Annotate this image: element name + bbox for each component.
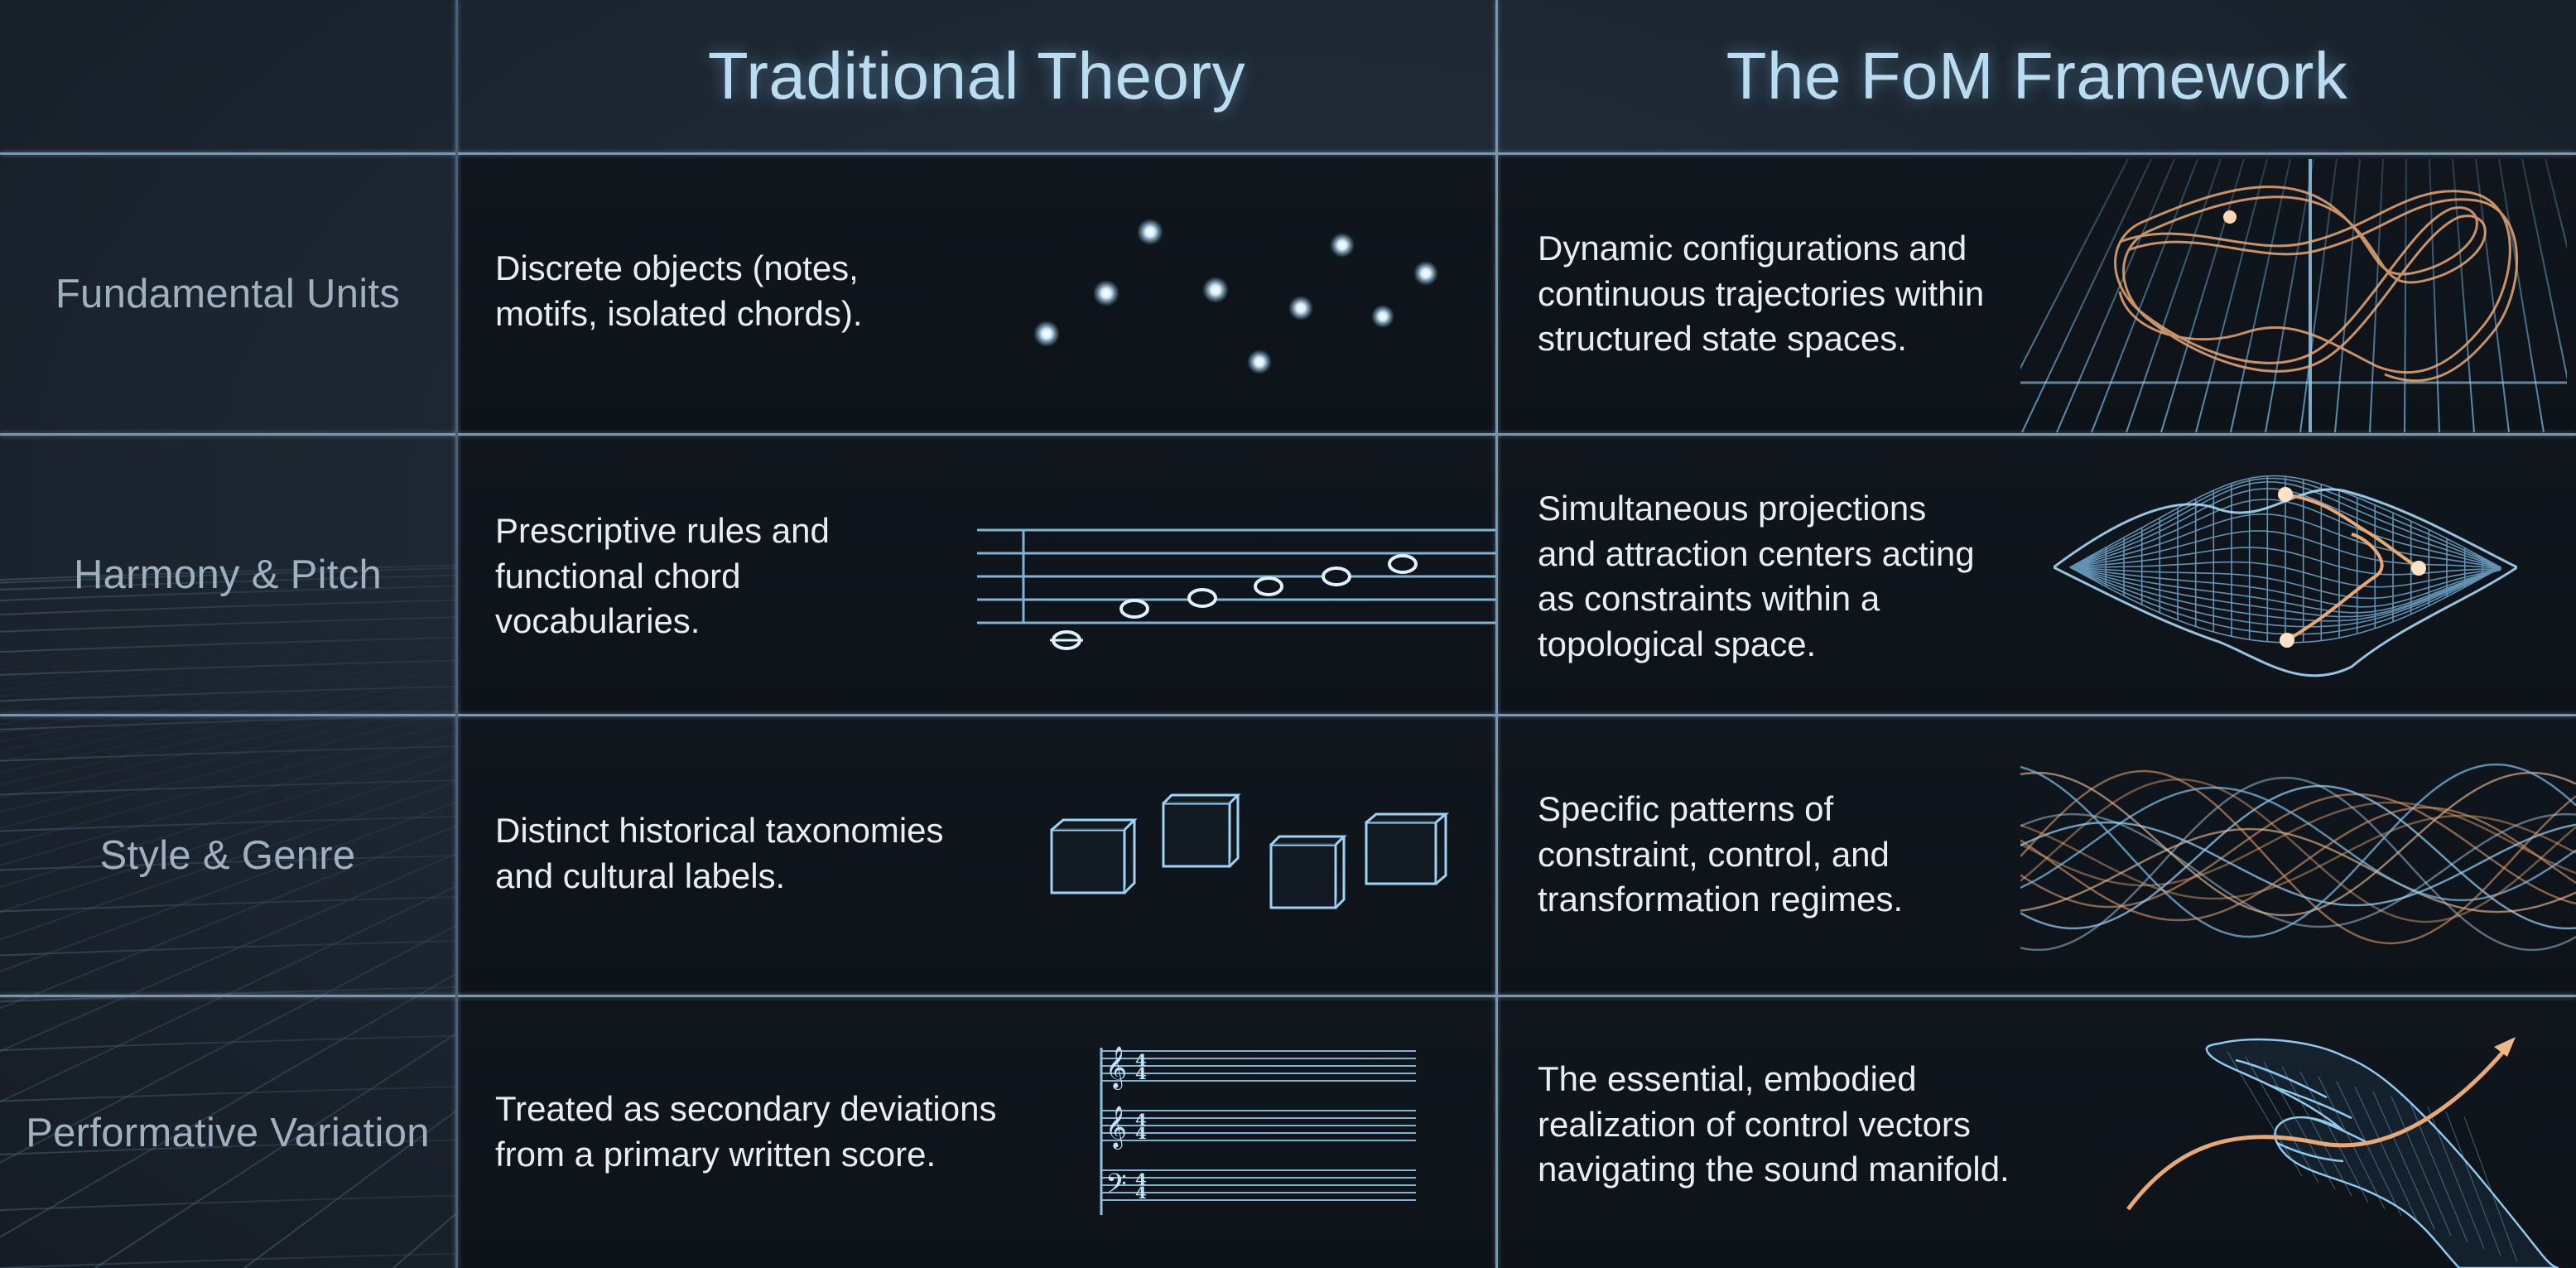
attractor-surface-icon	[2054, 475, 2517, 677]
header-traditional-theory: Traditional Theory	[707, 39, 1246, 113]
desc-traditional-style-genre: Distinct historical taxonomies and cultu…	[495, 811, 944, 895]
grid-line	[1495, 0, 1498, 1268]
row-label-performative-variation: Performative Variation	[26, 1110, 430, 1155]
glowing-trajectory-grid-icon	[2020, 159, 2567, 432]
cell-traditional-fundamental-units	[458, 155, 1495, 433]
svg-text:4: 4	[1135, 1169, 1147, 1189]
interwoven-waves-icon	[2020, 763, 2576, 952]
desc-fom-style-genre: Specific patterns of constraint, control…	[1538, 789, 1904, 919]
svg-text:4: 4	[1135, 1183, 1147, 1203]
grid-line	[455, 0, 458, 1268]
desc-fom-harmony-pitch: Simultaneous projections and attraction …	[1538, 489, 1975, 663]
row-label-harmony-pitch: Harmony & Pitch	[73, 552, 383, 597]
desc-fom-fundamental-units: Dynamic configurations and continuous tr…	[1538, 229, 1985, 359]
svg-text:𝄞: 𝄞	[1105, 1046, 1127, 1090]
svg-text:4: 4	[1135, 1123, 1147, 1143]
desc-fom-performative-variation: The essential, embodied realization of c…	[1538, 1059, 2010, 1189]
music-staff-notes-icon	[977, 528, 1495, 650]
row-label-fundamental-units: Fundamental Units	[55, 272, 401, 316]
grid-line	[0, 433, 2576, 436]
grid-line	[0, 995, 2576, 997]
desc-traditional-fundamental-units: Discrete objects (notes, motifs, isolate…	[495, 248, 863, 333]
cubes-icon	[1050, 793, 1450, 909]
desc-traditional-performative-variation: Treated as secondary deviations from a p…	[495, 1089, 997, 1174]
hand-vector-icon	[2126, 1037, 2559, 1268]
svg-text:4: 4	[1135, 1063, 1147, 1083]
grid-line	[0, 152, 2576, 155]
svg-text:4: 4	[1135, 1050, 1147, 1070]
svg-text:4: 4	[1135, 1110, 1147, 1130]
grid-line	[0, 714, 2576, 716]
scattered-dots-icon	[1033, 219, 1438, 374]
score-staves-icon: 𝄞 𝄞 𝄢 4 4 4 4 4 4	[1100, 1046, 1416, 1215]
header-fom-framework: The FoM Framework	[1726, 39, 2348, 113]
svg-text:𝄢: 𝄢	[1105, 1169, 1127, 1207]
svg-text:𝄞: 𝄞	[1105, 1106, 1127, 1150]
desc-traditional-harmony-pitch: Prescriptive rules and functional chord …	[495, 511, 830, 641]
row-label-style-genre: Style & Genre	[99, 833, 356, 878]
